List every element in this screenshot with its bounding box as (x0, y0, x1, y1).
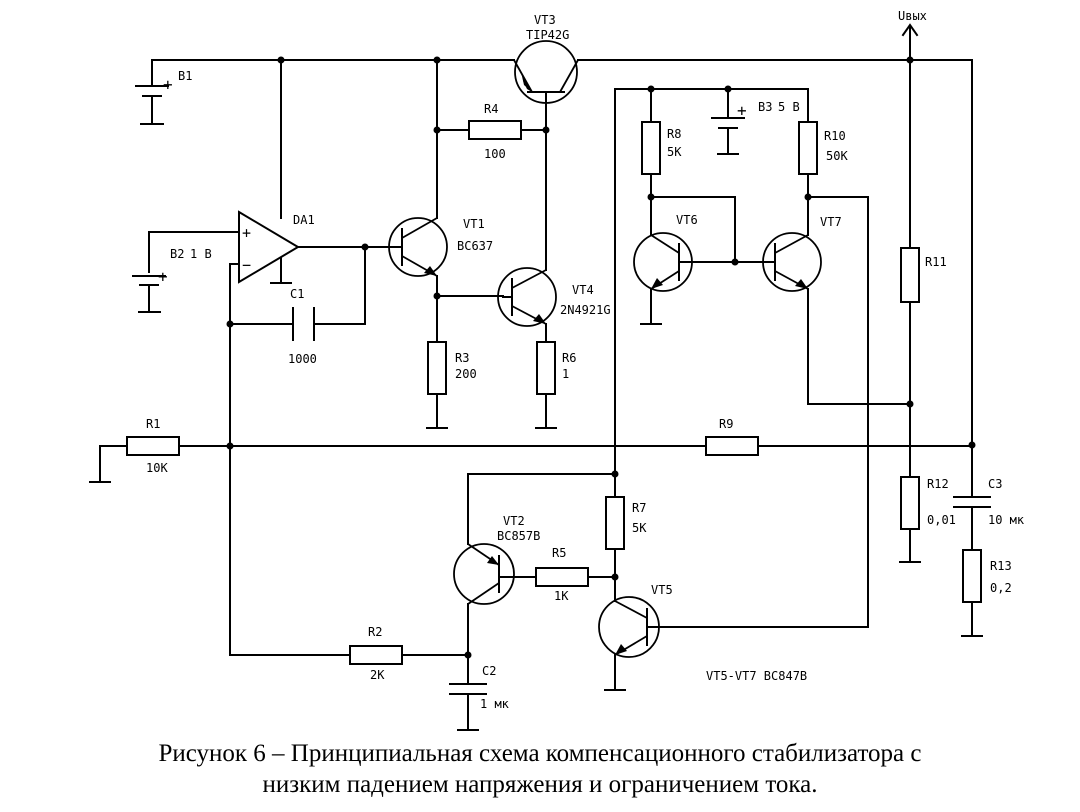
vt2-ref: VT2 (503, 514, 525, 528)
capacitor-c2: C2 1 мк (449, 664, 510, 711)
r7-ref: R7 (632, 501, 646, 515)
transistor-type-note: VT5-VT7 BC847B (706, 669, 807, 683)
battery-b3: + B3 5 В (711, 100, 800, 129)
r10-value: 50K (826, 149, 848, 163)
vt1-value: BC637 (457, 239, 493, 253)
c1-value: 1000 (288, 352, 317, 366)
opamp-minus-sign: − (242, 256, 251, 274)
r12-ref: R12 (927, 477, 949, 491)
b2-ref: B2 (170, 247, 184, 261)
c3-ref: C3 (988, 477, 1002, 491)
battery-b1-plus: + (163, 75, 173, 94)
c3-value: 10 мк (988, 513, 1025, 527)
r4-value: 100 (484, 147, 506, 161)
r5-value: 1K (554, 589, 569, 603)
r13-ref: R13 (990, 559, 1012, 573)
resistor-r5: R5 1K (535, 546, 589, 603)
r8-value: 5K (667, 145, 682, 159)
output-arrow-icon (901, 23, 919, 37)
vt3-ref: VT3 (534, 13, 556, 27)
r7-value: 5K (632, 521, 647, 535)
c2-value: 1 мк (480, 697, 510, 711)
b2-value: 1 В (190, 247, 212, 261)
r10-ref: R10 (824, 129, 846, 143)
transistor-vt3: VT3 TIP42G (513, 13, 579, 104)
caption-line-2: низким падением напряжения и ограничение… (262, 771, 818, 798)
resistor-r4: R4 100 (468, 102, 522, 161)
r4-ref: R4 (484, 102, 498, 116)
resistor-r6: R6 1 (536, 341, 576, 395)
r12-value: 0,01 (927, 513, 956, 527)
r8-ref: R8 (667, 127, 681, 141)
transistor-vt7: VT7 (761, 215, 842, 292)
vt6-ref: VT6 (676, 213, 698, 227)
resistor-r2: R2 2K (349, 625, 403, 682)
r5-ref: R5 (552, 546, 566, 560)
transistor-vt2: VT2 BC857B (453, 514, 540, 605)
resistor-r1: R1 10K (126, 417, 180, 475)
circuit-schematic: Uвых + B1 + B2 1 В + B3 5 В + − DA1 C1 1… (89, 9, 1025, 731)
r2-ref: R2 (368, 625, 382, 639)
r3-value: 200 (455, 367, 477, 381)
b3-value: 5 В (778, 100, 800, 114)
r1-ref: R1 (146, 417, 160, 431)
battery-b3-plus: + (737, 101, 747, 120)
r11-ref: R11 (925, 255, 947, 269)
figure-caption: Рисунок 6 – Принципиальная схема компенс… (0, 738, 1080, 800)
da1-ref: DA1 (293, 213, 315, 227)
caption-line-1: Рисунок 6 – Принципиальная схема компенс… (158, 740, 922, 767)
ground-symbols (89, 123, 983, 731)
transistor-vt5: VT5 (598, 583, 673, 658)
r6-ref: R6 (562, 351, 576, 365)
b1-ref: B1 (178, 69, 192, 83)
c1-ref: C1 (290, 287, 304, 301)
transistor-vt1: VT1 BC637 (388, 217, 493, 277)
transistor-vt4: VT4 2N4921G (497, 267, 611, 327)
battery-b2-plus: + (158, 267, 168, 286)
r3-ref: R3 (455, 351, 469, 365)
r9-ref: R9 (719, 417, 733, 431)
opamp-da1: + − DA1 (238, 210, 315, 284)
vt5-ref: VT5 (651, 583, 673, 597)
c2-ref: C2 (482, 664, 496, 678)
junction-dots (226, 56, 976, 659)
resistor-r13: R13 0,2 (962, 549, 1012, 603)
vt4-ref: VT4 (572, 283, 594, 297)
vt7-ref: VT7 (820, 215, 842, 229)
output-voltage-label: Uвых (898, 9, 927, 23)
capacitor-c3: C3 10 мк (953, 477, 1025, 527)
wires (99, 27, 973, 731)
opamp-plus-sign: + (242, 224, 251, 242)
r1-value: 10K (146, 461, 168, 475)
resistor-r8: R8 5K (641, 121, 682, 175)
transistor-vt6: VT6 (633, 213, 698, 292)
b3-ref: B3 (758, 100, 772, 114)
vt4-value: 2N4921G (560, 303, 611, 317)
resistor-r10: R10 50K (798, 121, 848, 175)
battery-b2: + B2 1 В (132, 247, 212, 286)
r13-value: 0,2 (990, 581, 1012, 595)
resistor-r7: R7 5K (605, 496, 647, 550)
vt3-value: TIP42G (526, 28, 569, 42)
battery-b1: + B1 (135, 69, 192, 97)
vt1-ref: VT1 (463, 217, 485, 231)
resistor-r9: R9 (705, 417, 759, 456)
resistor-r12: R12 0,01 (900, 476, 956, 530)
resistor-r3: R3 200 (427, 341, 477, 395)
capacitor-c1: C1 1000 (288, 287, 317, 366)
resistor-r11: R11 (900, 247, 947, 303)
r6-value: 1 (562, 367, 569, 381)
r2-value: 2K (370, 668, 385, 682)
vt2-value: BC857B (497, 529, 540, 543)
